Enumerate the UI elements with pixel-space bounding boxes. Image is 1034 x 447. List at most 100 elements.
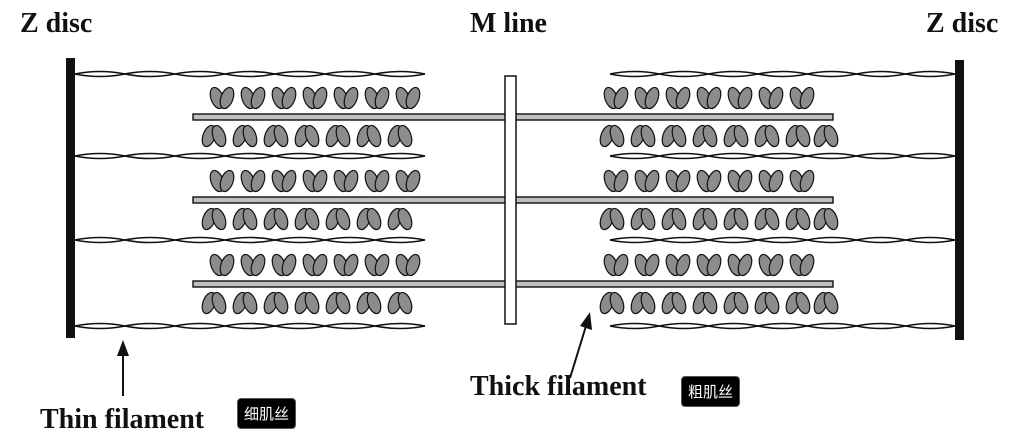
- myosin-head: [200, 207, 229, 232]
- myosin-head: [757, 253, 786, 278]
- myosin-head: [355, 124, 384, 149]
- myosin-head: [394, 253, 423, 278]
- m-line-bar: [505, 76, 516, 324]
- thin-filament-label: Thin filament: [40, 404, 204, 436]
- myosin-head: [695, 253, 724, 278]
- myosin-head: [812, 291, 841, 316]
- myosin-head: [788, 169, 817, 194]
- myosin-head: [386, 291, 415, 316]
- z-disc-right-label: Z disc: [926, 8, 998, 40]
- myosin-head: [784, 124, 813, 149]
- z-disc-left-bar: [66, 58, 75, 338]
- myosin-head: [231, 207, 260, 232]
- myosin-head: [757, 169, 786, 194]
- myosin-head: [262, 291, 291, 316]
- z-disc-left-label: Z disc: [20, 8, 92, 40]
- myosin-head: [633, 86, 662, 111]
- myosin-head: [753, 207, 782, 232]
- myosin-head: [293, 291, 322, 316]
- myosin-head: [753, 291, 782, 316]
- myosin-head: [629, 291, 658, 316]
- myosin-head: [602, 169, 631, 194]
- myosin-head: [695, 86, 724, 111]
- myosin-head: [324, 124, 353, 149]
- myosin-head: [239, 253, 268, 278]
- thin-filament-right-3: [610, 238, 955, 243]
- myosin-head: [394, 169, 423, 194]
- myosin-head: [757, 86, 786, 111]
- myosin-head: [332, 169, 361, 194]
- thin-filament-left-4: [75, 324, 425, 329]
- thick-filament-badge: 粗肌丝: [681, 376, 740, 407]
- myosin-head: [664, 253, 693, 278]
- myosin-head: [270, 253, 299, 278]
- myosin-head: [208, 169, 237, 194]
- myosin-head: [231, 291, 260, 316]
- myosin-head: [324, 207, 353, 232]
- thin-filament-right-4: [610, 324, 955, 329]
- myosin-head: [664, 86, 693, 111]
- thin-filament-badge: 细肌丝: [237, 398, 296, 429]
- myosin-head: [660, 124, 689, 149]
- myosin-head: [633, 169, 662, 194]
- myosin-head: [598, 207, 627, 232]
- myosin-head: [324, 291, 353, 316]
- myosin-head: [386, 124, 415, 149]
- myosin-head: [293, 124, 322, 149]
- myosin-head: [602, 253, 631, 278]
- myosin-head: [208, 253, 237, 278]
- myosin-head: [200, 291, 229, 316]
- myosin-head: [363, 253, 392, 278]
- thin-filament-right-2: [610, 154, 955, 159]
- myosin-head: [695, 169, 724, 194]
- myosin-head: [239, 169, 268, 194]
- myosin-head: [332, 253, 361, 278]
- myosin-head: [386, 207, 415, 232]
- myosin-head: [355, 291, 384, 316]
- z-disc-right-bar: [955, 60, 964, 340]
- myosin-head: [629, 124, 658, 149]
- myosin-head: [363, 86, 392, 111]
- myosin-head: [660, 207, 689, 232]
- myosin-head: [355, 207, 384, 232]
- myosin-head: [788, 86, 817, 111]
- thin-filament-left-2: [75, 154, 425, 159]
- myosin-head: [812, 124, 841, 149]
- myosin-head: [784, 291, 813, 316]
- thin-filament-right-1: [610, 72, 955, 77]
- myosin-head: [598, 291, 627, 316]
- myosin-head: [722, 291, 751, 316]
- myosin-head: [753, 124, 782, 149]
- myosin-head: [812, 207, 841, 232]
- m-line-label: M line: [470, 8, 547, 40]
- myosin-head: [602, 86, 631, 111]
- myosin-head: [726, 86, 755, 111]
- myosin-head: [301, 253, 330, 278]
- myosin-head: [629, 207, 658, 232]
- myosin-head: [239, 86, 268, 111]
- myosin-head: [200, 124, 229, 149]
- myosin-head: [363, 169, 392, 194]
- myosin-head: [332, 86, 361, 111]
- thin-filament-left-1: [75, 72, 425, 77]
- myosin-head: [208, 86, 237, 111]
- myosin-head: [394, 86, 423, 111]
- myosin-head: [262, 207, 291, 232]
- thick-filament-label: Thick filament: [470, 371, 647, 403]
- myosin-head: [301, 86, 330, 111]
- myosin-head: [691, 207, 720, 232]
- myosin-head: [664, 169, 693, 194]
- myosin-head: [691, 124, 720, 149]
- myosin-head: [788, 253, 817, 278]
- myosin-head: [722, 124, 751, 149]
- myosin-head: [726, 169, 755, 194]
- thick-filament-arrow: [570, 312, 592, 378]
- myosin-head: [784, 207, 813, 232]
- myosin-head: [301, 169, 330, 194]
- myosin-head: [598, 124, 627, 149]
- myosin-head: [270, 86, 299, 111]
- myosin-head: [262, 124, 291, 149]
- myosin-head: [691, 291, 720, 316]
- myosin-head: [231, 124, 260, 149]
